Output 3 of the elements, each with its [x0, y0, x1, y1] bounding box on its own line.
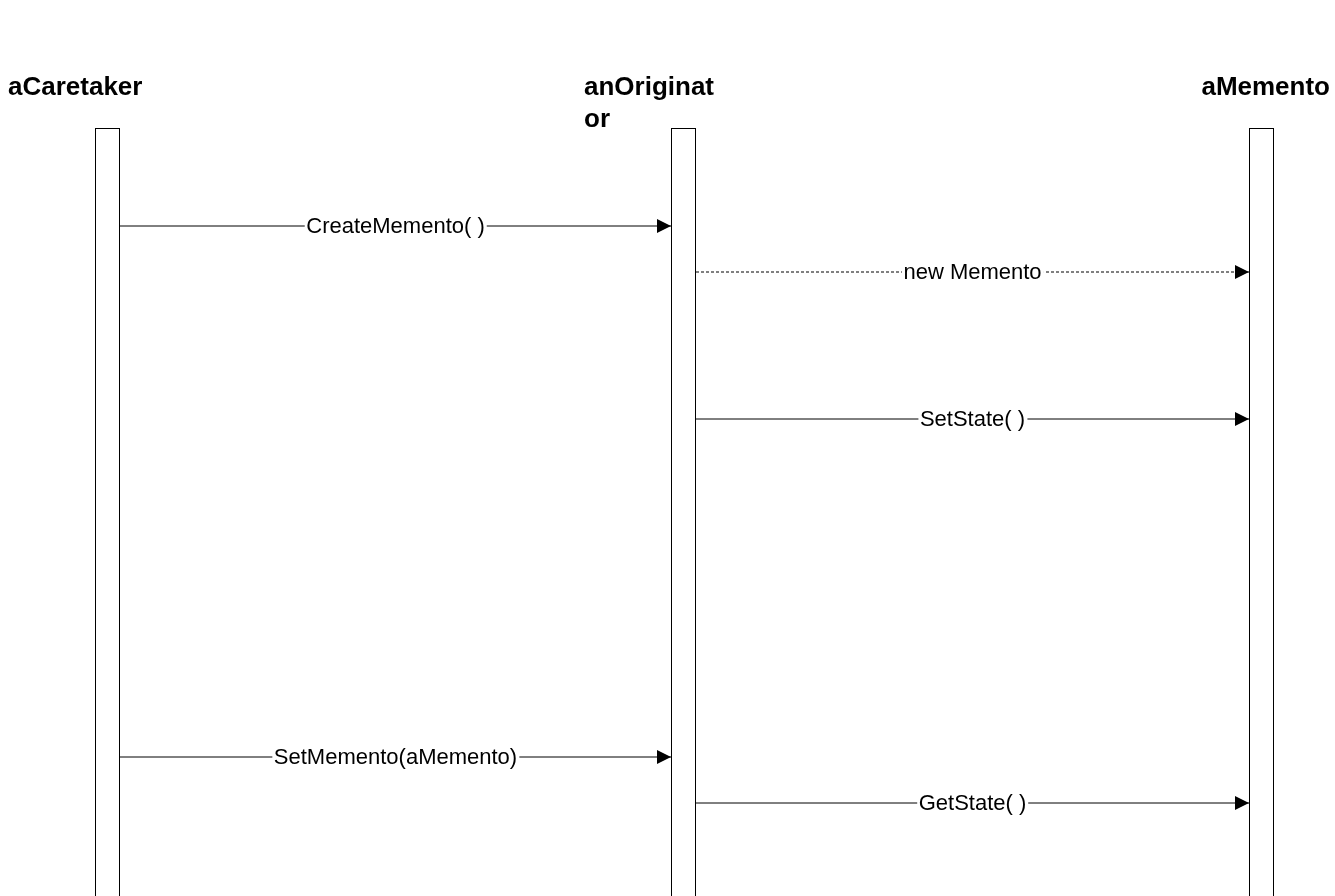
object-name: aCaretaker — [8, 70, 144, 102]
object-name: aMemento — [1200, 70, 1330, 102]
object-name: anOriginator — [584, 70, 715, 134]
